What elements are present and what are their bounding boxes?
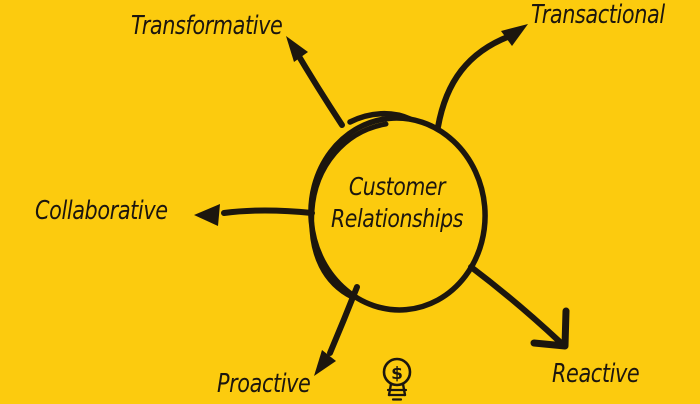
- arrow-collaborative: [194, 204, 315, 226]
- arrow-reactive: [468, 264, 570, 350]
- center-node-line-1: Customer: [348, 172, 446, 201]
- arrow-transformative: [286, 36, 345, 128]
- dollar-sign-glyph: $: [391, 364, 403, 384]
- center-node-label: Customer Relationships: [315, 171, 479, 235]
- branch-label-proactive: Proactive: [217, 369, 311, 399]
- branch-label-reactive: Reactive: [552, 359, 640, 389]
- center-node-line-2: Relationships: [330, 204, 464, 233]
- branch-label-transactional: Transactional: [531, 0, 665, 30]
- dollar-lightbulb-icon: $: [382, 357, 412, 401]
- branch-label-transformative: Transformative: [131, 11, 283, 41]
- branch-label-collaborative: Collaborative: [35, 196, 168, 226]
- arrow-proactive: [314, 284, 360, 376]
- arrow-transactional: [435, 24, 528, 130]
